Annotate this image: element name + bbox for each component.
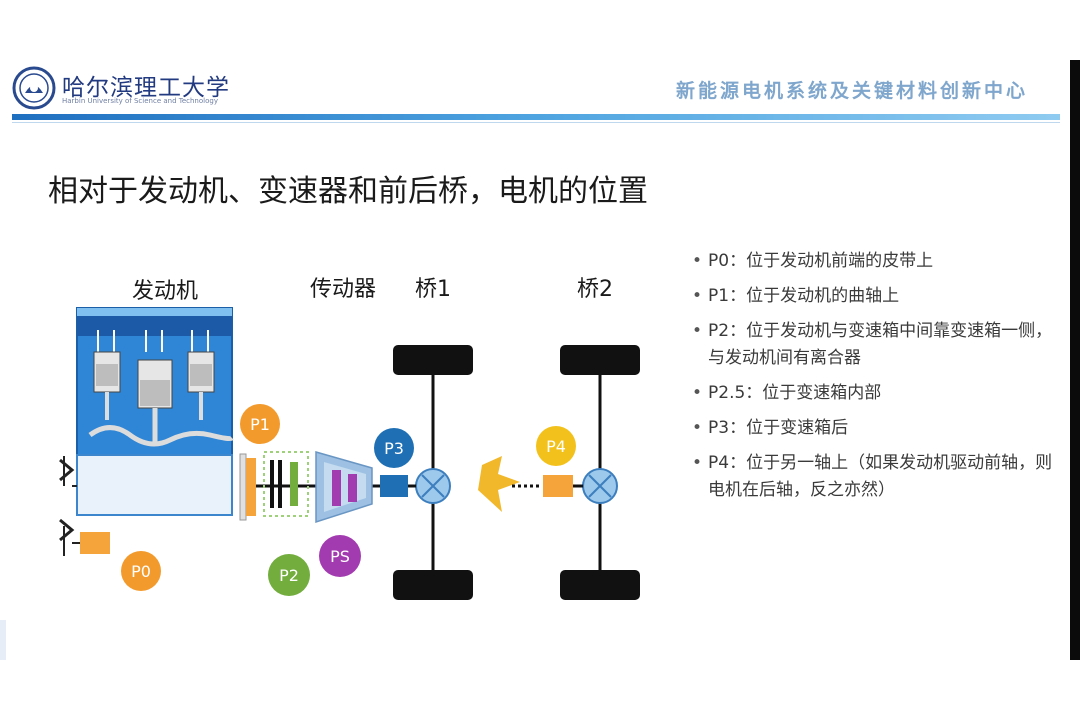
header-rule-thin	[12, 122, 1060, 123]
university-name-en: Harbin University of Science and Technol…	[62, 97, 218, 105]
bullet-p3: P3：位于变速箱后	[692, 415, 1064, 442]
p1-motor	[246, 458, 256, 516]
p0-badge: P0	[121, 551, 161, 591]
axle1-assembly	[393, 345, 473, 600]
slide-title: 相对于发动机、变速器和前后桥，电机的位置	[48, 174, 648, 209]
bottom-left-marker	[0, 620, 6, 660]
p1-label: P1	[250, 415, 270, 434]
slide-header: 哈尔滨理工大学 Harbin University of Science and…	[0, 60, 1070, 123]
cylinder-2	[137, 330, 173, 442]
p2-badge: P2	[268, 554, 310, 596]
clutch-plate-1	[270, 460, 274, 508]
center-name: 新能源电机系统及关键材料创新中心	[675, 80, 1028, 102]
lightning-icon	[478, 456, 520, 512]
bullet-p4: P4：位于另一轴上（如果发动机驱动前轴，则电机在后轴，反之亦然）	[692, 450, 1064, 504]
p2-label: P2	[279, 566, 299, 585]
p4-badge: P4	[536, 426, 576, 466]
axle2-label: 桥2	[577, 277, 613, 302]
bullet-p2: P2：位于发动机与变速箱中间靠变速箱一侧，与发动机间有离合器	[692, 318, 1064, 372]
clutch-plate-2	[278, 460, 282, 508]
bullet-p2-5: P2.5：位于变速箱内部	[692, 380, 1064, 407]
ps-label: PS	[330, 547, 350, 566]
engine-block	[76, 307, 234, 516]
cylinder-3	[187, 330, 215, 420]
slide: 哈尔滨理工大学 Harbin University of Science and…	[0, 60, 1070, 660]
right-edge-strip	[1070, 60, 1080, 660]
p1-badge: P1	[240, 404, 280, 444]
header-rule	[12, 114, 1060, 120]
p0-label: P0	[131, 562, 151, 581]
front-pulley	[59, 456, 77, 556]
p4-label: P4	[546, 437, 566, 456]
p3-motor	[380, 475, 408, 497]
transmission-label: 传动器	[310, 277, 376, 302]
university-seal-icon	[12, 66, 56, 110]
university-name: 哈尔滨理工大学	[62, 75, 230, 101]
p3-label: P3	[384, 439, 404, 458]
engine-label: 发动机	[132, 279, 198, 304]
position-description-list: P0：位于发动机前端的皮带上 P1：位于发动机的曲轴上 P2：位于发动机与变速箱…	[692, 248, 1064, 512]
bullet-p0: P0：位于发动机前端的皮带上	[692, 248, 1064, 275]
cylinder-1	[93, 330, 121, 420]
p3-badge: P3	[374, 428, 414, 468]
ps-badge: PS	[319, 535, 361, 577]
p1-flywheel	[239, 453, 247, 521]
bullet-p1: P1：位于发动机的曲轴上	[692, 283, 1064, 310]
motor-position-diagram: 发动机 传动器 桥1 桥2	[59, 277, 640, 600]
axle2-assembly	[543, 345, 640, 600]
transmission-gearbox	[315, 451, 373, 524]
p2-motor	[290, 462, 298, 506]
p0-motor	[80, 532, 110, 554]
axle1-label: 桥1	[415, 277, 451, 302]
p4-motor	[543, 475, 573, 497]
